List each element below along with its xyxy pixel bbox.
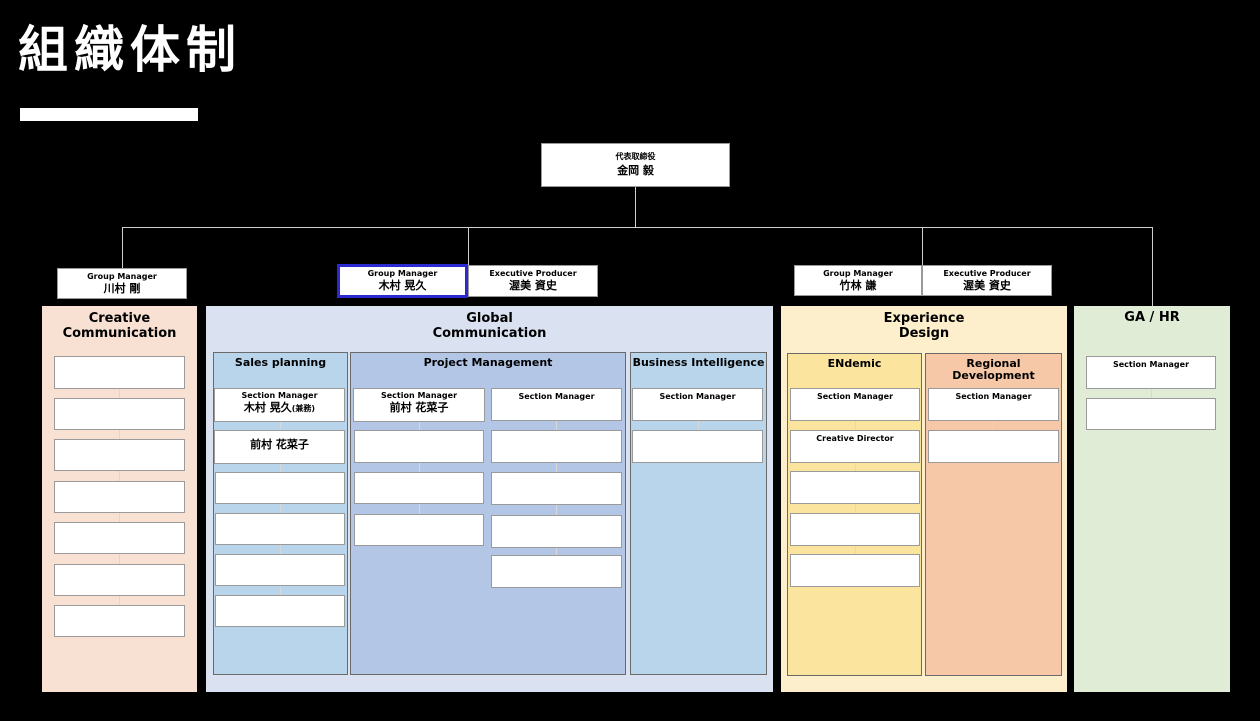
regional-slot — [928, 430, 1059, 463]
endemic-cd-role: Creative Director — [816, 434, 894, 443]
pm-slot — [491, 472, 622, 505]
pm-sm2-role: Section Manager — [518, 392, 595, 401]
connector-creative — [122, 227, 123, 269]
pm-slot — [354, 514, 484, 546]
pm-slot — [491, 515, 622, 548]
global-ep-role: Executive Producer — [489, 269, 577, 278]
dept-creative-title: Creative Communication — [62, 311, 177, 341]
ceo-name: 金岡 毅 — [617, 164, 654, 177]
dept-global-title: Global Communication — [432, 311, 547, 341]
endemic-slot — [790, 513, 920, 546]
connector-horizontal — [122, 227, 1153, 228]
ceo-role: 代表取締役 — [615, 152, 656, 161]
regional-sm-role: Section Manager — [955, 392, 1032, 401]
connector-global — [468, 227, 469, 265]
experience-gm-role: Group Manager — [823, 269, 893, 278]
connector-gahr — [1152, 227, 1153, 307]
endemic-slot — [790, 554, 920, 587]
sales-sm-name: 木村 晃久(兼務) — [243, 401, 316, 414]
creative-slot — [54, 564, 185, 596]
endemic-section-manager: Section Manager — [790, 388, 920, 421]
global-gm-box: Group Manager 木村 晃久 — [337, 264, 468, 298]
experience-ep-name: 渥美 資史 — [963, 279, 1011, 292]
experience-gm-box: Group Manager 竹林 謙 — [794, 265, 922, 296]
pm-sm-name: 前村 花菜子 — [389, 401, 449, 414]
regional-title: Regional Development — [952, 357, 1035, 382]
sales-sm-role: Section Manager — [241, 391, 318, 400]
endemic-title: ENdemic — [827, 357, 882, 370]
dept-experience-title: Experience Design — [883, 311, 965, 341]
sales-member: 前村 花菜子 — [214, 430, 345, 464]
creative-slot — [54, 398, 185, 430]
bi-section-manager: Section Manager — [632, 388, 763, 421]
pm-section-manager: Section Manager 前村 花菜子 — [353, 388, 485, 422]
creative-gm-box: Group Manager 川村 剛 — [57, 268, 187, 299]
global-ep-name: 渥美 資史 — [509, 279, 557, 292]
business-intelligence-title: Business Intelligence — [632, 356, 765, 369]
endemic-slot — [790, 471, 920, 504]
sales-planning-title: Sales planning — [234, 356, 327, 369]
pm-slot — [491, 555, 622, 588]
pm-slot — [354, 472, 484, 504]
page-title: 組織体制 — [18, 21, 242, 79]
creative-slot — [54, 356, 185, 389]
gahr-slot — [1086, 398, 1216, 430]
global-gm-name: 木村 晃久 — [378, 279, 427, 292]
concurrent-note: (兼務) — [291, 404, 316, 413]
sales-slot — [215, 595, 345, 627]
experience-gm-name: 竹林 謙 — [839, 279, 877, 292]
pm-slot — [354, 430, 484, 463]
connector-ceo-down — [635, 187, 636, 228]
gahr-section-manager: Section Manager — [1086, 356, 1216, 389]
sales-slot — [215, 554, 345, 586]
sales-slot — [215, 472, 345, 504]
experience-ep-role: Executive Producer — [943, 269, 1031, 278]
bi-sm-role: Section Manager — [659, 392, 736, 401]
project-management-title: Project Management — [423, 356, 553, 369]
sales-member-name: 前村 花菜子 — [250, 438, 309, 451]
creative-slot — [54, 605, 185, 637]
pm-sm-role: Section Manager — [380, 391, 458, 400]
dept-gahr-title: GA / HR — [1124, 310, 1180, 325]
creative-gm-role: Group Manager — [87, 272, 157, 281]
ceo-box: 代表取締役 金岡 毅 — [541, 143, 730, 187]
bi-slot — [632, 430, 763, 463]
gahr-spine — [1151, 388, 1152, 402]
creative-slot — [54, 481, 185, 513]
sales-slot — [215, 513, 345, 545]
regional-section-manager: Section Manager — [928, 388, 1059, 421]
experience-ep-box: Executive Producer 渥美 資史 — [922, 265, 1052, 296]
endemic-sm-role: Section Manager — [816, 392, 894, 401]
pm-slot — [491, 430, 622, 463]
gahr-sm-role: Section Manager — [1112, 360, 1190, 369]
global-ep-box: Executive Producer 渥美 資史 — [468, 265, 598, 297]
pm-section-manager-2: Section Manager — [491, 388, 622, 421]
creative-gm-name: 川村 剛 — [103, 282, 141, 295]
global-gm-role: Group Manager — [367, 269, 438, 278]
creative-slot — [54, 439, 185, 471]
endemic-creative-director: Creative Director — [790, 430, 920, 463]
connector-experience — [922, 227, 923, 265]
creative-slot — [54, 522, 185, 554]
sales-section-manager: Section Manager 木村 晃久(兼務) — [214, 388, 345, 422]
title-underline — [20, 108, 198, 121]
